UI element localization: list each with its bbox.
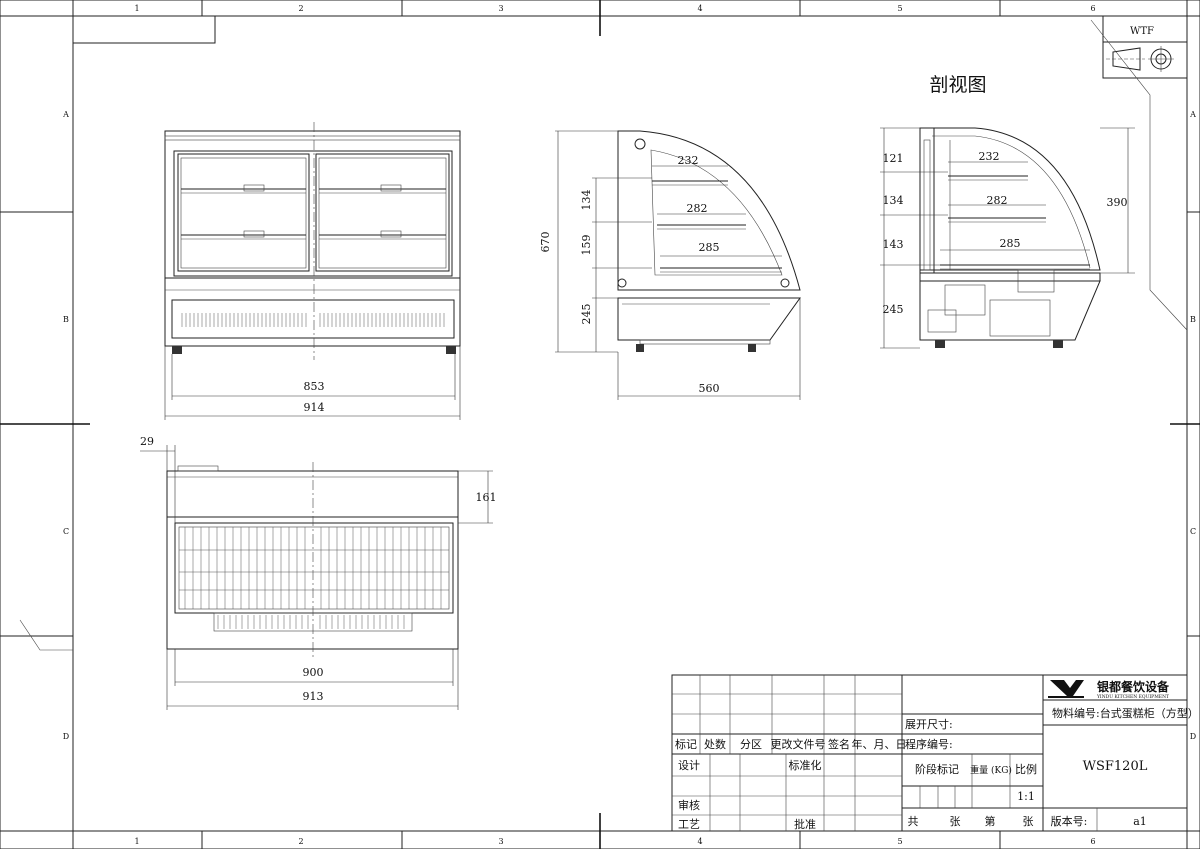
side-depth: 560 xyxy=(699,382,720,395)
section-base-height: 245 xyxy=(883,303,904,316)
side-shelf-top: 232 xyxy=(678,154,699,167)
column-label-top-5: 5 xyxy=(897,4,902,13)
rear-outer-width: 913 xyxy=(303,690,324,703)
section-title: 剖视图 xyxy=(929,74,986,96)
front-vent-grille xyxy=(181,313,445,327)
column-label-top-4: 4 xyxy=(697,4,702,13)
side-shelf-bottom: 285 xyxy=(699,241,720,254)
label-standardize: 标准化 xyxy=(789,758,822,772)
row-label-left-c: C xyxy=(63,527,69,536)
column-label-bottom-4: 4 xyxy=(697,837,702,846)
section-tier-1: 121 xyxy=(883,152,904,165)
ratio-value: 1:1 xyxy=(1017,790,1035,803)
label-ratio: 比例 xyxy=(1015,762,1037,776)
projection-code: WTF xyxy=(1130,26,1154,37)
header-zone: 分区 xyxy=(740,738,762,751)
row-label-right-d: D xyxy=(1190,732,1196,741)
front-view xyxy=(164,122,461,420)
edge-outline xyxy=(19,19,1188,651)
front-inner-width: 853 xyxy=(304,380,325,393)
column-label-top-2: 2 xyxy=(298,4,303,13)
row-label-right-c: C xyxy=(1190,527,1196,536)
label-total: 共 xyxy=(908,815,919,828)
side-base-height: 245 xyxy=(580,304,593,325)
row-label-left-a: A xyxy=(62,110,69,119)
unfold-size: 展开尺寸: xyxy=(905,717,953,731)
side-view xyxy=(555,130,801,400)
section-glass-height: 390 xyxy=(1107,196,1128,209)
company-name-en: YINDU KITCHEN EQUIPMENT xyxy=(1096,694,1169,700)
rear-inner-width: 900 xyxy=(303,666,324,679)
side-shelf-mid: 282 xyxy=(687,202,708,215)
column-label-bottom-3: 3 xyxy=(498,837,503,846)
column-label-bottom-2: 2 xyxy=(298,837,303,846)
row-label-left-b: B xyxy=(63,315,69,324)
section-shelf-mid: 282 xyxy=(987,194,1008,207)
version-value: a1 xyxy=(1133,815,1147,828)
column-label-top-1: 1 xyxy=(134,4,139,13)
label-design: 设计 xyxy=(678,759,700,772)
rear-rack-grid xyxy=(179,527,449,609)
header-count: 处数 xyxy=(704,738,726,751)
front-outer-width: 914 xyxy=(304,401,325,414)
section-tier-2: 134 xyxy=(883,194,904,207)
header-date: 年、月、日 xyxy=(852,737,907,751)
side-tier-top: 134 xyxy=(580,190,593,211)
label-approve: 批准 xyxy=(794,817,816,831)
projection-symbol: WTF xyxy=(1102,15,1188,79)
projection-cone-icon xyxy=(1112,47,1141,71)
label-stage-mark: 阶段标记 xyxy=(915,762,959,776)
row-label-right-a: A xyxy=(1189,110,1196,119)
company-name: 银都餐饮设备 xyxy=(1097,679,1170,694)
label-sheet-no: 第 xyxy=(985,814,996,828)
material-label: 物料编号:台式蛋糕柜（方型） xyxy=(1052,706,1199,720)
model-number: WSF120L xyxy=(1083,759,1148,774)
header-signature: 签名 xyxy=(828,737,850,751)
rear-offset: 29 xyxy=(140,435,154,448)
label-sheet-unit: 张 xyxy=(1023,815,1034,828)
label-process: 工艺 xyxy=(678,818,700,831)
label-review: 审核 xyxy=(678,798,700,812)
rear-top-height: 161 xyxy=(476,491,497,504)
column-label-bottom-5: 5 xyxy=(897,837,902,846)
section-tier-3: 143 xyxy=(883,238,904,251)
header-mark: 标记 xyxy=(675,737,697,751)
column-label-top-6: 6 xyxy=(1090,4,1095,13)
company-logo xyxy=(1050,680,1084,696)
section-view xyxy=(880,127,1135,349)
title-block xyxy=(671,674,1188,832)
row-label-left-d: D xyxy=(63,732,69,741)
column-label-bottom-6: 6 xyxy=(1090,837,1095,846)
label-sheets: 张 xyxy=(950,815,961,828)
side-total-height: 670 xyxy=(539,232,552,253)
program-number: 程序编号: xyxy=(905,737,953,751)
row-label-right-b: B xyxy=(1190,315,1196,324)
section-shelf-top: 232 xyxy=(979,150,1000,163)
header-change-doc: 更改文件号 xyxy=(771,737,826,751)
side-tier-mid: 159 xyxy=(580,235,593,256)
section-shelf-bottom: 285 xyxy=(1000,237,1021,250)
column-label-top-3: 3 xyxy=(498,4,503,13)
rear-view xyxy=(140,445,493,710)
column-label-bottom-1: 1 xyxy=(134,837,139,846)
label-version: 版本号: xyxy=(1051,814,1088,828)
label-weight: 重量 (KG) xyxy=(970,764,1012,776)
